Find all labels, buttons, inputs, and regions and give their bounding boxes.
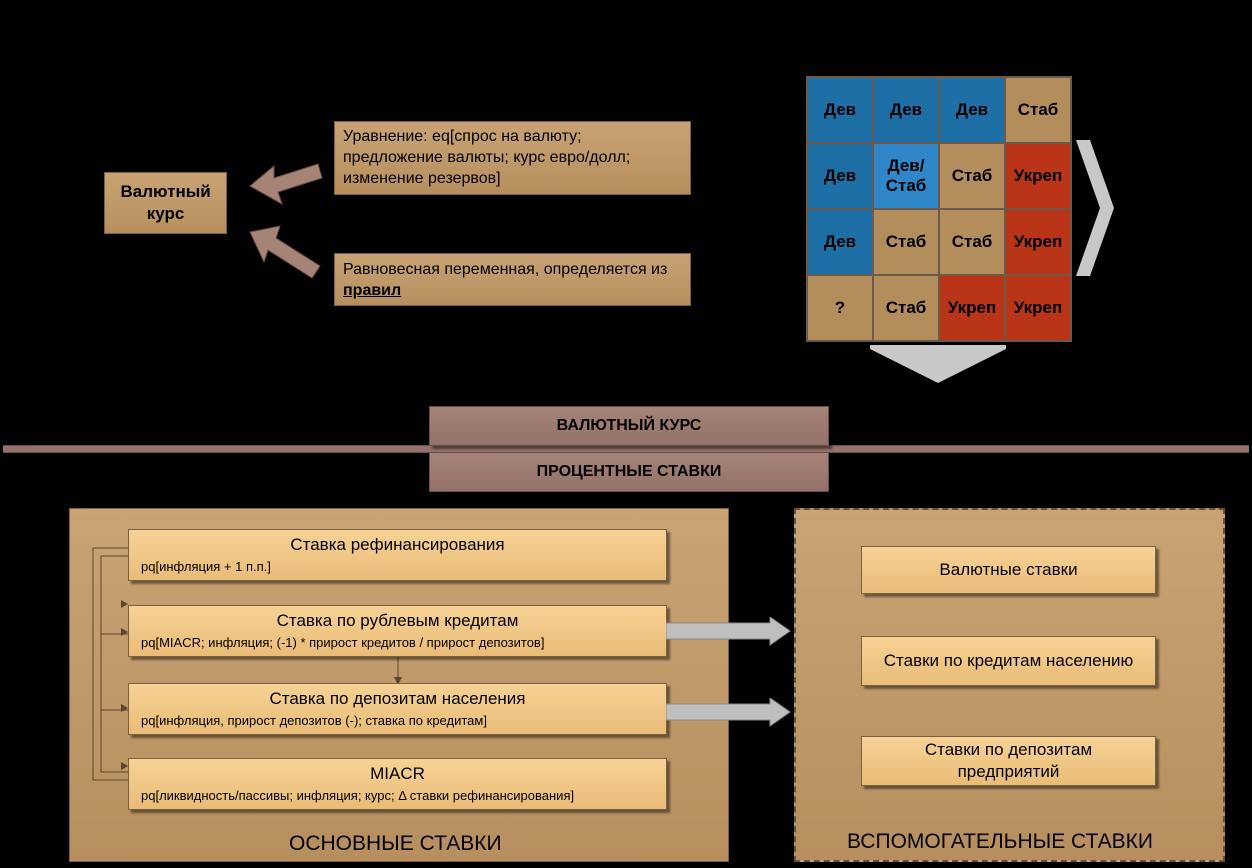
fx-arrows	[249, 163, 323, 279]
main-rate-box: MIACR pq[ликвидность/пассивы; инфляция; к…	[128, 758, 667, 810]
chevron-right-icon	[1076, 140, 1114, 276]
section-fx-label: ВАЛЮТНЫЙ КУРС	[556, 417, 702, 434]
matrix-title: МАТРИЦА ПРАВИЛ	[830, 8, 995, 28]
main-rate-title: Ставка рефинансирования	[290, 535, 505, 554]
down-arrow-icon	[394, 655, 402, 685]
arrow-to-aux-1	[666, 617, 791, 646]
matrix-cell: ?	[808, 276, 872, 340]
aux-rate-label: Ставки по депозитам предприятий	[924, 740, 1093, 781]
main-rate-formula: pq[инфляция + 1 п.п.]	[141, 559, 271, 574]
chevron-down-icon	[870, 345, 1006, 383]
fx-label: Валютный курс	[120, 182, 211, 223]
matrix-cell: Стаб	[874, 276, 938, 340]
matrix-col-header: + +	[1024, 57, 1045, 73]
matrix-cell: Дев	[808, 78, 872, 142]
matrix-cell: Дев	[808, 144, 872, 208]
matrix-cell: Дев	[808, 210, 872, 274]
aux-rate-label: Ставки по кредитам населению	[883, 651, 1134, 670]
arrow-from-equilibrium	[249, 225, 321, 279]
matrix-col-header: –	[900, 57, 908, 73]
aux-rate-label: Валютные ставки	[939, 560, 1078, 579]
main-rate-box: Ставка рефинансирования pq[инфляция + 1 п…	[128, 529, 667, 581]
matrix-row-header: +	[780, 232, 789, 248]
matrix-row-axis: СКО	[748, 184, 784, 203]
matrix-col-header: +	[966, 57, 975, 73]
matrix-col-axis: СТО	[918, 40, 953, 59]
main-rate-formula: pq[ликвидность/пассивы; инфляция; курс; …	[141, 788, 575, 803]
aux-rates-title: ВСПОМОГАТЕЛЬНЫЕ СТАВКИ	[847, 830, 1153, 853]
main-rate-title: Ставка по рублевым кредитам	[276, 611, 519, 630]
feedback-lines	[92, 547, 128, 781]
matrix-cell: Стаб	[1006, 78, 1070, 142]
main-rate-box: Ставка по рублевым кредитам pq[MIACR; инф…	[128, 605, 667, 657]
rules-link[interactable]: правил	[343, 282, 402, 299]
matrix-row-header: –	[780, 158, 788, 174]
main-rate-formula: pq[MIACR; инфляция; (-1) * прирост креди…	[141, 635, 545, 650]
matrix-cell: Стаб	[940, 144, 1004, 208]
matrix-cell: Дев/ Стаб	[874, 144, 938, 208]
matrix-cell: Укреп	[940, 276, 1004, 340]
matrix-row-header: + +	[770, 298, 791, 314]
matrix-cell: Укреп	[1006, 144, 1070, 208]
aux-rate-box: Ставки по кредитам населению	[861, 636, 1156, 686]
matrix-col-header: – –	[834, 57, 854, 73]
section-rates-banner: ПРОЦЕНТНЫЕ СТАВКИ	[429, 452, 829, 492]
main-rate-title: Ставка по депозитам населения	[269, 689, 526, 708]
main-rate-formula: pq[инфляция, прирост депозитов (-); став…	[141, 713, 487, 728]
main-rates-title: ОСНОВНЫЕ СТАВКИ	[289, 832, 502, 855]
equilibrium-text: Равновесная переменная, определяется из	[343, 261, 668, 278]
matrix-right-label: ± 4% ВВП	[1127, 198, 1210, 218]
matrix-cell: Стаб	[940, 210, 1004, 274]
matrix-row-header: – –	[770, 100, 790, 116]
matrix-cell: Стаб	[874, 210, 938, 274]
arrow-to-aux-2	[666, 698, 791, 727]
aux-rate-box: Ставки по депозитам предприятий	[861, 736, 1156, 786]
matrix-bottom-label: ± 4% ВВП	[888, 390, 971, 410]
section-rates-label: ПРОЦЕНТНЫЕ СТАВКИ	[536, 463, 722, 480]
section-fx-banner: ВАЛЮТНЫЙ КУРС	[429, 406, 829, 446]
fx-label-box: Валютный курс	[104, 172, 227, 234]
main-rate-title: MIACR	[370, 764, 425, 783]
aux-rate-box: Валютные ставки	[861, 546, 1156, 594]
equation-box: Уравнение: eq[спрос на валюту; предложен…	[334, 121, 691, 195]
equilibrium-box: Равновесная переменная, определяется из …	[334, 253, 691, 306]
matrix-cell: Дев	[940, 78, 1004, 142]
main-rate-box: Ставка по депозитам населения pq[инфляция…	[128, 683, 667, 735]
equation-text: Уравнение: eq[спрос на валюту; предложен…	[343, 128, 631, 187]
matrix-cell: Укреп	[1006, 210, 1070, 274]
matrix-cell: Укреп	[1006, 276, 1070, 340]
arrow-from-equation	[249, 163, 323, 206]
matrix-cell: Дев	[874, 78, 938, 142]
